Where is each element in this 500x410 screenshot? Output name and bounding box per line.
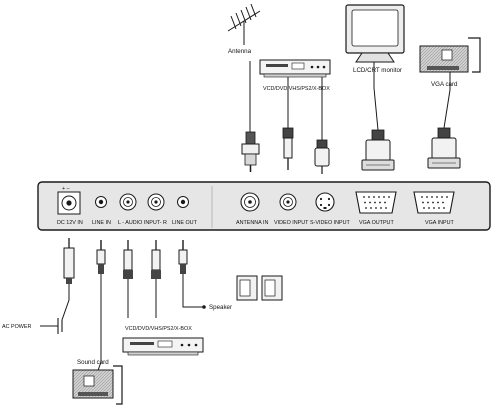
- port-label-antenna-in: ANTENNA IN: [236, 220, 268, 226]
- port-label-audio-input: L - AUDIO INPUT- R: [118, 220, 167, 226]
- player-top-label: VCD/DVD/VHS/PS2/X-BOX: [263, 86, 330, 92]
- top-cables: [249, 61, 451, 140]
- dc-jack[interactable]: [57, 191, 81, 215]
- video-plug-icon: [282, 127, 294, 170]
- line-out-plug-icon: [178, 240, 188, 274]
- antenna-icon: [227, 3, 261, 45]
- antenna-plug-icon: [241, 131, 260, 172]
- port-label-dc: DC 12V IN: [57, 220, 83, 226]
- port-label-vga-input: VGA INPUT: [425, 220, 454, 226]
- port-label-vga-output: VGA OUTPUT: [359, 220, 394, 226]
- sound-card-icon: [72, 365, 123, 405]
- vga-output-port[interactable]: [355, 191, 397, 214]
- audio-r-plug-icon: [151, 240, 161, 279]
- port-label-line-out: LINE OUT: [172, 220, 198, 226]
- antenna-label: Antenna: [228, 48, 252, 55]
- svideo-plug-icon: [314, 139, 330, 174]
- polarity-mark: + –: [62, 186, 70, 192]
- port-label-line-in: LINE IN: [92, 220, 111, 226]
- speaker-label: Speaker: [209, 304, 232, 311]
- port-label-video-input: VIDEO INPUT: [274, 220, 309, 226]
- vga-card-icon: [419, 37, 481, 73]
- audio-r-jack[interactable]: [147, 193, 165, 211]
- audio-l-plug-icon: [123, 240, 133, 279]
- power-cable: [61, 284, 70, 326]
- monitor-icon: [345, 4, 405, 63]
- dc-plug-icon: [63, 238, 75, 284]
- ac-power-plug-icon: [40, 318, 63, 334]
- speaker-junction: [202, 305, 206, 309]
- sound-card-label: Sound card: [77, 359, 109, 366]
- speaker-cable: [182, 274, 203, 308]
- vga-plug-monitor-icon: [361, 129, 395, 171]
- antenna-in-jack[interactable]: [240, 192, 260, 212]
- vga-card-label: VGA card: [431, 81, 458, 88]
- ac-power-label: AC POWER: [2, 324, 31, 330]
- svideo-input-jack[interactable]: [315, 192, 335, 212]
- vga-plug-card-icon: [427, 127, 461, 169]
- player-bottom-icon: [122, 337, 204, 356]
- player-top-icon: [259, 59, 331, 78]
- line-in-jack[interactable]: [95, 196, 107, 208]
- speaker-icon: [236, 275, 283, 301]
- video-input-jack[interactable]: [279, 193, 297, 211]
- line-in-plug-icon: [96, 240, 106, 274]
- player-bottom-label: VCD/DVD/VHS/PS2/X-BOX: [125, 326, 192, 332]
- monitor-label: LCD/CRT monitor: [353, 67, 402, 74]
- line-out-jack[interactable]: [177, 196, 189, 208]
- vga-input-port[interactable]: [413, 191, 455, 214]
- port-label-svideo-input: S-VIDEO INPUT: [310, 220, 351, 226]
- audio-l-jack[interactable]: [119, 193, 137, 211]
